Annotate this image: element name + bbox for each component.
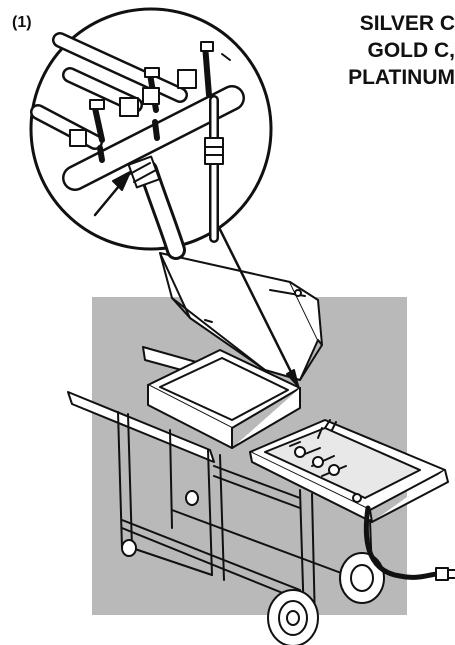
tube-fitting [204, 137, 224, 165]
detail-magnifier [29, 7, 273, 260]
model-list: SILVER C GOLD C, PLATINUM [348, 10, 455, 91]
cart-frame [117, 411, 373, 625]
grill-firebox [147, 349, 301, 449]
control-panel [249, 419, 449, 523]
pointer-arrow [93, 171, 131, 217]
burner-valves [69, 41, 214, 163]
model-name: GOLD C, [367, 39, 455, 62]
hose-fitting [435, 567, 455, 581]
cart-wheels [121, 490, 385, 645]
grill [67, 252, 455, 645]
front-shelf [67, 391, 215, 463]
step-label: (1) [12, 14, 32, 31]
model-name: PLATINUM [348, 66, 455, 89]
model-name: SILVER C [359, 12, 455, 35]
gas-hose [363, 505, 441, 580]
